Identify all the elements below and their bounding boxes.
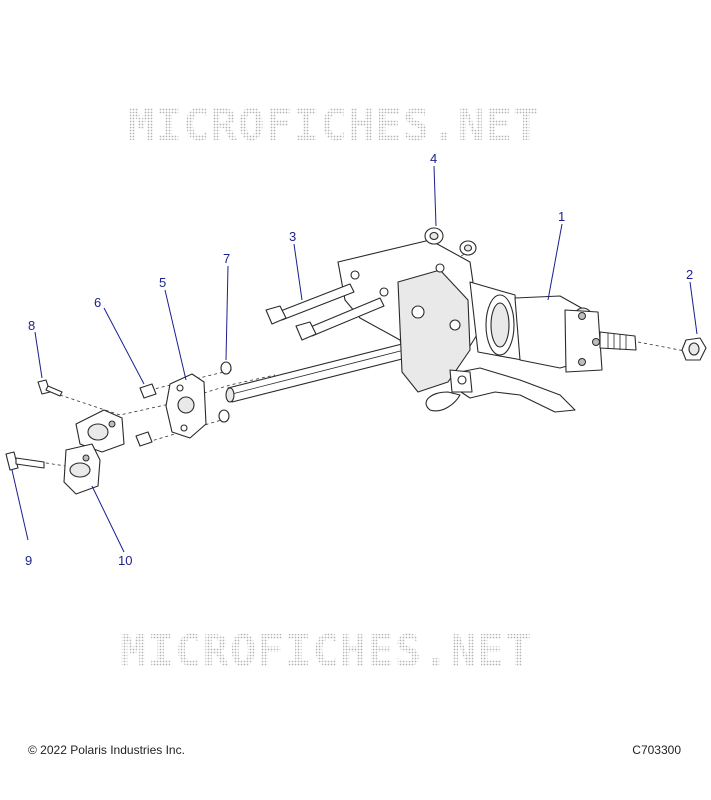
callout-2: 2 bbox=[686, 267, 693, 282]
callout-6: 6 bbox=[94, 295, 101, 310]
part-5-flange-plate bbox=[165, 373, 207, 439]
callout-7: 7 bbox=[223, 251, 230, 266]
part-1-steering-assembly bbox=[337, 239, 637, 413]
watermark-top: MICROFICHES.NET bbox=[128, 100, 540, 151]
callout-10: 10 bbox=[118, 553, 132, 568]
callout-9: 9 bbox=[25, 553, 32, 568]
part-3-bolts bbox=[265, 283, 385, 341]
callout-8: 8 bbox=[28, 318, 35, 333]
callout-4: 4 bbox=[430, 151, 437, 166]
part-9-bolt bbox=[5, 451, 45, 471]
callout-3: 3 bbox=[289, 229, 296, 244]
part-6-bolts bbox=[135, 383, 157, 447]
part-8-bolt bbox=[37, 379, 63, 397]
watermark-bottom: MICROFICHES.NET bbox=[120, 626, 532, 677]
copyright-text: © 2022 Polaris Industries Inc. bbox=[28, 743, 185, 757]
leader-lines bbox=[11, 165, 698, 553]
callout-1: 1 bbox=[558, 209, 565, 224]
callout-5: 5 bbox=[159, 275, 166, 290]
steering-shaft bbox=[225, 341, 415, 403]
figure-code: C703300 bbox=[632, 743, 681, 757]
part-2-nut bbox=[681, 337, 707, 361]
part-10-u-joint bbox=[63, 409, 125, 495]
callouts: 1 2 3 4 5 6 7 8 9 10 bbox=[25, 151, 693, 568]
part-7-nuts bbox=[218, 361, 232, 423]
part-4-nuts bbox=[424, 227, 477, 256]
